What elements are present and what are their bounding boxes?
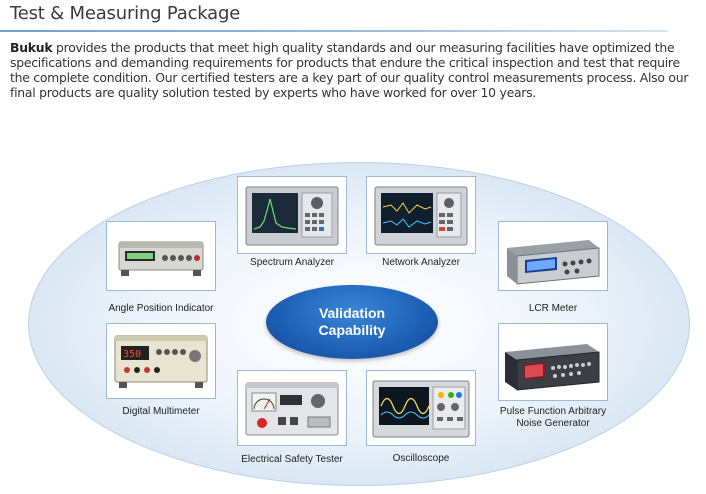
electrical-safety-tester-image [237,370,347,446]
intro-text: provides the products that meet high qua… [10,40,689,100]
intro-brand: Bukuk [10,40,53,55]
digital-multimeter-image: 350 [106,323,216,399]
network-analyzer-label: Network Analyzer [382,257,460,268]
spectrum-analyzer-label: Spectrum Analyzer [250,257,334,268]
angle-position-indicator-label: Angle Position Indicator [108,303,214,314]
pulse-function-generator-label: Pulse Function Arbitrary Noise Generator [488,406,618,430]
page-title: Test & Measuring Package [10,3,241,24]
lcr-meter-image [498,221,608,291]
svg-text:350: 350 [123,349,141,360]
oscilloscope-image [366,370,476,446]
title-divider [0,30,668,32]
validation-capability-badge: Validation Capability [266,285,438,359]
pulse-function-generator-label-line2: Noise Generator [516,418,590,429]
intro-paragraph: Bukuk provides the products that meet hi… [10,40,690,100]
lcr-meter-label: LCR Meter [528,303,578,314]
pulse-function-generator-image [498,323,608,401]
electrical-safety-tester-label: Electrical Safety Tester [241,454,343,465]
digital-multimeter-label: Digital Multimeter [122,406,200,417]
pulse-function-generator-label-line1: Pulse Function Arbitrary [499,406,607,417]
center-line-1: Validation [318,305,386,321]
spectrum-analyzer-image [237,176,347,254]
angle-position-indicator-image [106,221,216,291]
network-analyzer-image [366,176,476,254]
center-line-2: Capability [318,322,386,338]
oscilloscope-label: Oscilloscope [392,453,450,464]
